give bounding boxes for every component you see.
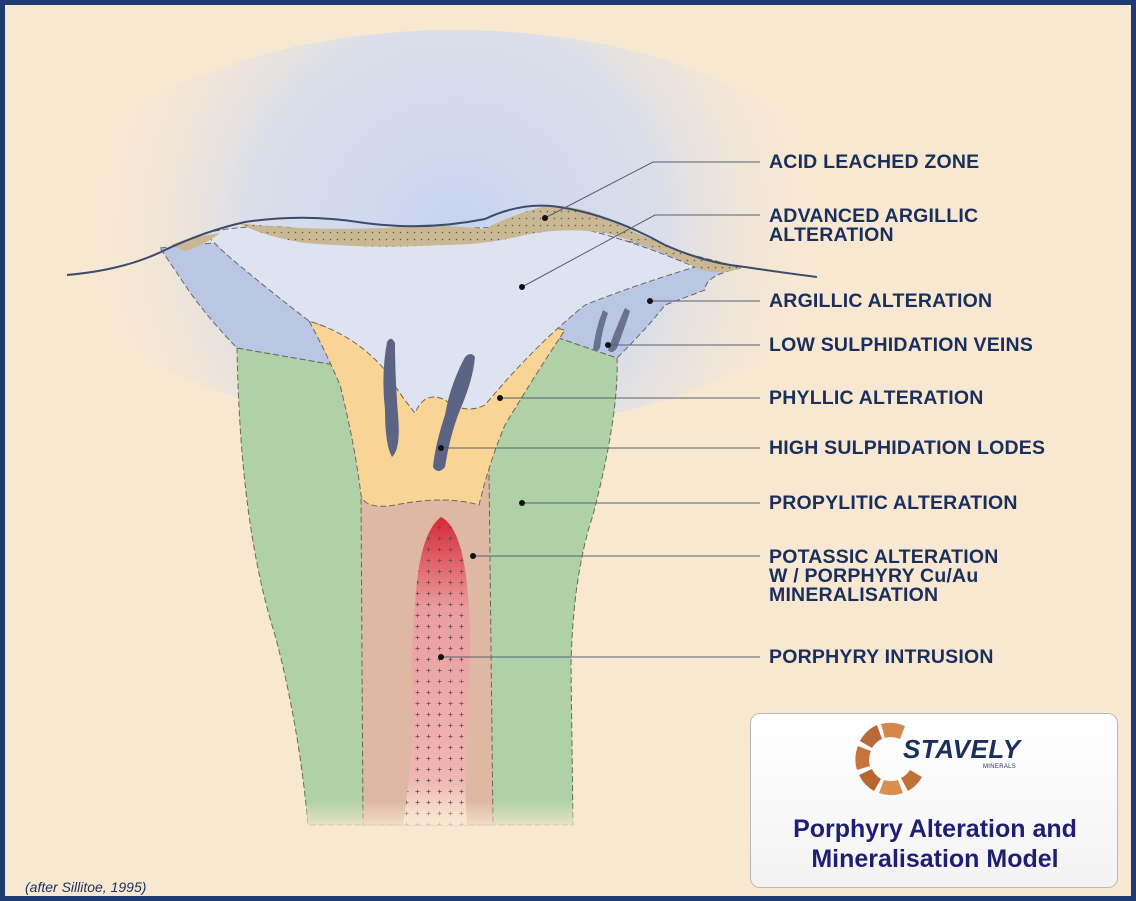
model-title: Porphyry Alteration and Mineralisation M… xyxy=(751,814,1119,874)
label-high-sulphidation: HIGH SULPHIDATION LODES xyxy=(769,439,1045,458)
label-advanced-argillic: ADVANCED ARGILLIC ALTERATION xyxy=(769,207,978,245)
logo-panel: STAVELY MINERALS Porphyry Alteration and… xyxy=(750,713,1118,888)
label-potassic: POTASSIC ALTERATION W / PORPHYRY Cu/Au M… xyxy=(769,548,999,605)
label-line: ALTERATION xyxy=(769,226,978,245)
label-line: ACID LEACHED ZONE xyxy=(769,153,979,172)
label-phyllic: PHYLLIC ALTERATION xyxy=(769,389,983,408)
label-line: LOW SULPHIDATION VEINS xyxy=(769,336,1033,355)
label-line: ARGILLIC ALTERATION xyxy=(769,292,992,311)
label-line: HIGH SULPHIDATION LODES xyxy=(769,439,1045,458)
label-line: PROPYLITIC ALTERATION xyxy=(769,494,1018,513)
model-title-line: Mineralisation Model xyxy=(751,844,1119,874)
bottom-fade xyxy=(205,685,655,830)
brand-subtitle: MINERALS xyxy=(983,764,1016,770)
label-line: MINERALISATION xyxy=(769,586,999,605)
label-argillic: ARGILLIC ALTERATION xyxy=(769,292,992,311)
label-porphyry-intrusion: PORPHYRY INTRUSION xyxy=(769,648,994,667)
label-acid-leached-zone: ACID LEACHED ZONE xyxy=(769,153,979,172)
brand-name: STAVELY xyxy=(903,734,1021,765)
label-low-sulphidation: LOW SULPHIDATION VEINS xyxy=(769,336,1033,355)
model-title-line: Porphyry Alteration and xyxy=(751,814,1119,844)
citation: (after Sillitoe, 1995) xyxy=(25,879,146,895)
label-line: PHYLLIC ALTERATION xyxy=(769,389,983,408)
label-line: PORPHYRY INTRUSION xyxy=(769,648,994,667)
label-propylitic: PROPYLITIC ALTERATION xyxy=(769,494,1018,513)
